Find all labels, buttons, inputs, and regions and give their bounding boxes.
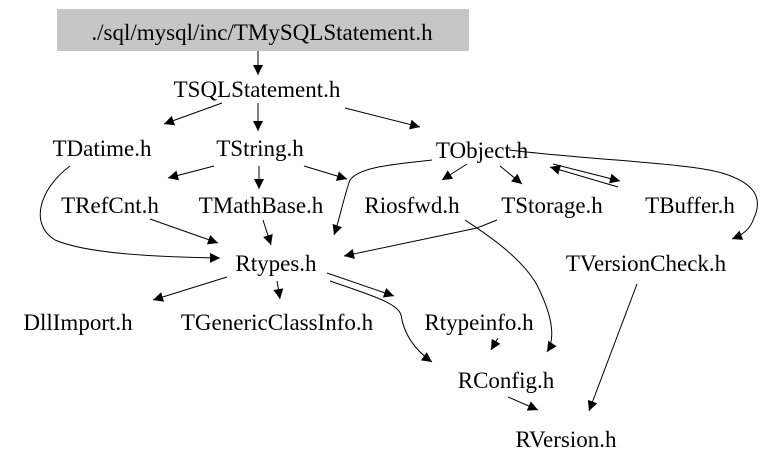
node-rversion[interactable]: RVersion.h [515, 427, 617, 452]
node-tbuffer[interactable]: TBuffer.h [645, 193, 735, 218]
node-tstorage[interactable]: TStorage.h [501, 193, 603, 218]
edge-tsqlstatement-to-tobject [344, 107, 421, 130]
edge-layer [39, 51, 758, 412]
edge-rtypes-to-tgenericclassinfo [273, 280, 284, 300]
node-tmathbase[interactable]: TMathBase.h [199, 193, 324, 218]
node-layer: ./sql/mysql/inc/TMySQLStatement.h TSQLSt… [23, 9, 735, 452]
edge-rtypes-to-rconfig [329, 280, 433, 363]
node-rconfig[interactable]: RConfig.h [458, 368, 555, 393]
edge-tobject-to-rtypes [332, 159, 433, 236]
edge-tbuffer-to-tobject [549, 165, 619, 188]
node-riosfwd[interactable]: Riosfwd.h [364, 193, 460, 218]
edge-tversioncheck-to-rversion [587, 283, 638, 412]
edge-rtypeinfo-to-rconfig [490, 337, 501, 351]
edge-tobject-to-tstorage [499, 165, 523, 185]
edge-tobject-to-riosfwd [441, 163, 468, 181]
edge-tstring-to-riosfwd [303, 165, 348, 181]
node-tobject[interactable]: TObject.h [436, 138, 529, 163]
edge-riosfwd-to-rconfig [464, 219, 557, 353]
edge-tdatime-to-rtypes [39, 165, 221, 263]
root-node-highlight [57, 9, 469, 51]
edge-rtypes-to-rtypeinfo [326, 272, 395, 298]
node-tmysqlstatement: ./sql/mysql/inc/TMySQLStatement.h [91, 20, 433, 45]
node-tsqlstatement[interactable]: TSQLStatement.h [174, 77, 341, 102]
node-dllimport[interactable]: DllImport.h [23, 310, 133, 335]
node-rtypeinfo[interactable]: Rtypeinfo.h [424, 310, 534, 335]
edge-tstring-to-trefcnt [167, 165, 215, 181]
edge-tobject-to-tversioncheck [508, 149, 758, 240]
edge-rtypes-to-dllimport [152, 276, 228, 302]
node-tdatime[interactable]: TDatime.h [53, 136, 152, 161]
edge-rconfig-to-rversion [507, 396, 539, 411]
node-tstring[interactable]: TString.h [216, 136, 304, 161]
edge-trefcnt-to-rtypes [149, 218, 219, 245]
node-tversioncheck[interactable]: TVersionCheck.h [566, 251, 727, 276]
node-rtypes[interactable]: Rtypes.h [235, 251, 317, 276]
node-trefcnt[interactable]: TRefCnt.h [61, 193, 159, 218]
edge-tmathbase-to-rtypes [262, 219, 273, 246]
node-tgenericclassinfo[interactable]: TGenericClassInfo.h [181, 310, 374, 335]
edge-tobject-to-tbuffer [552, 163, 621, 184]
edge-tsqlstatement-to-tdatime [163, 102, 223, 126]
edge-tstorage-to-rtypes [343, 219, 498, 259]
